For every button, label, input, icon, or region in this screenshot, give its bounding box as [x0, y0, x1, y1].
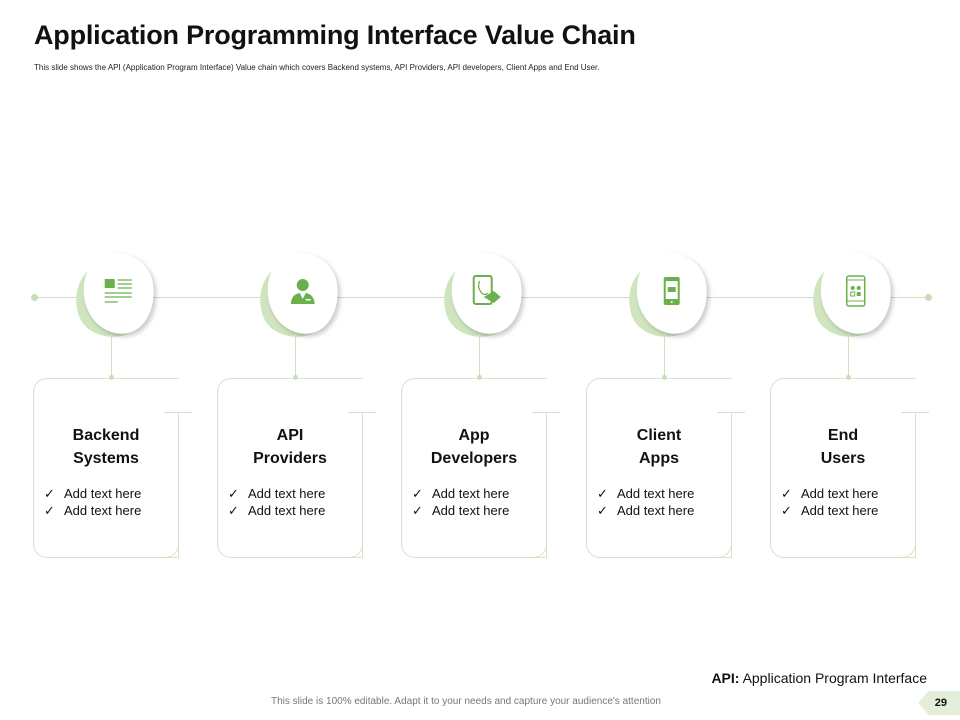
bullet-text: Add text here — [801, 503, 879, 518]
bullet-text: Add text here — [801, 486, 879, 501]
mobile-apps-icon — [844, 273, 869, 312]
bullet-text: Add text here — [64, 503, 142, 518]
timeline-end-dot — [925, 294, 932, 301]
legend-definition: Application Program Interface — [742, 670, 927, 686]
bullet-item: ✓ Add text here — [781, 502, 878, 519]
connector-dot — [293, 375, 298, 380]
check-icon: ✓ — [228, 503, 239, 518]
bullet-item: ✓ Add text here — [228, 502, 325, 519]
check-icon: ✓ — [781, 486, 792, 501]
connector-line — [848, 334, 849, 378]
card-bracket-stem — [546, 412, 547, 434]
bullet-item: ✓ Add text here — [412, 502, 509, 519]
check-icon: ✓ — [228, 486, 239, 501]
bullet-list: ✓ Add text here ✓ Add text here — [44, 485, 141, 519]
icon-blob — [815, 247, 897, 339]
bullet-text: Add text here — [432, 486, 510, 501]
bullet-item: ✓ Add text here — [597, 485, 694, 502]
stage-title-line2: Providers — [253, 450, 327, 467]
icon-blob — [631, 247, 713, 339]
connector-dot — [662, 375, 667, 380]
check-icon: ✓ — [44, 486, 55, 501]
bullet-item: ✓ Add text here — [412, 485, 509, 502]
check-icon: ✓ — [597, 503, 608, 518]
stage-title-line2: Developers — [430, 450, 518, 467]
card-bracket-stem — [362, 412, 363, 434]
page-number: 29 — [918, 691, 960, 715]
icon-blob — [262, 247, 344, 339]
connector-line — [664, 334, 665, 378]
legend: API: Application Program Interface — [711, 670, 927, 686]
bullet-list: ✓ Add text here ✓ Add text here — [412, 485, 509, 519]
card-border — [731, 434, 732, 557]
stage-title-line2: Users — [820, 450, 866, 467]
stage-card — [586, 378, 732, 558]
bullet-list: ✓ Add text here ✓ Add text here — [228, 485, 325, 519]
bullet-list: ✓ Add text here ✓ Add text here — [597, 485, 694, 519]
bullet-item: ✓ Add text here — [44, 485, 141, 502]
bullet-item: ✓ Add text here — [781, 485, 878, 502]
connector-dot — [846, 375, 851, 380]
slide-title: Application Programming Interface Value … — [34, 20, 636, 50]
card-border — [362, 434, 363, 557]
stage-title: API Providers — [217, 424, 363, 470]
footer-text: This slide is 100% editable. Adapt it to… — [271, 696, 661, 707]
bullet-item: ✓ Add text here — [228, 485, 325, 502]
bullet-text: Add text here — [432, 503, 510, 518]
card-border — [178, 434, 179, 557]
check-icon: ✓ — [44, 503, 55, 518]
bullet-text: Add text here — [248, 486, 326, 501]
tablet-touch-icon — [470, 273, 505, 314]
bullet-text: Add text here — [64, 486, 142, 501]
timeline-start-dot — [31, 294, 38, 301]
bullet-text: Add text here — [617, 503, 695, 518]
stage-title-line1: App — [458, 427, 490, 444]
stage-title-line1: Backend — [72, 427, 140, 444]
connector-line — [479, 334, 480, 378]
smartphone-icon — [661, 274, 684, 311]
slide-subtitle: This slide shows the API (Application Pr… — [34, 63, 600, 72]
card-bracket-stem — [915, 412, 916, 434]
stage-title-line2: Apps — [639, 450, 679, 467]
bullet-text: Add text here — [248, 503, 326, 518]
stage-card — [33, 378, 179, 558]
stage-card — [217, 378, 363, 558]
stage-title-line1: Client — [636, 427, 682, 444]
bullet-item: ✓ Add text here — [597, 502, 694, 519]
bullet-list: ✓ Add text here ✓ Add text here — [781, 485, 878, 519]
businessman-icon — [287, 275, 319, 312]
check-icon: ✓ — [597, 486, 608, 501]
legend-term: API: — [711, 670, 740, 686]
bullet-item: ✓ Add text here — [44, 502, 141, 519]
stage-title-line1: End — [827, 427, 859, 444]
bullet-text: Add text here — [617, 486, 695, 501]
connector-dot — [477, 375, 482, 380]
check-icon: ✓ — [412, 503, 423, 518]
stage-card — [770, 378, 916, 558]
card-border — [546, 434, 547, 557]
card-bracket-stem — [178, 412, 179, 434]
icon-blob — [446, 247, 528, 339]
icon-blob — [78, 247, 160, 339]
check-icon: ✓ — [412, 486, 423, 501]
connector-line — [295, 334, 296, 378]
connector-line — [111, 334, 112, 378]
card-bracket-stem — [731, 412, 732, 434]
check-icon: ✓ — [781, 503, 792, 518]
document-icon — [102, 275, 136, 312]
stage-title-line2: Systems — [73, 450, 139, 467]
card-border — [915, 434, 916, 557]
stage-title-line1: API — [276, 427, 304, 444]
connector-dot — [109, 375, 114, 380]
stage-card — [401, 378, 547, 558]
